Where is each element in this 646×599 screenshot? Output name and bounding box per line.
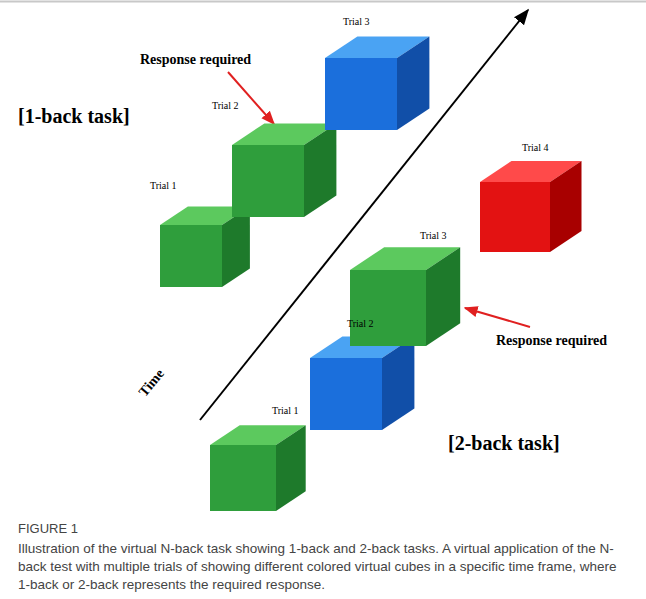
axis-label: Time xyxy=(136,366,168,400)
cube xyxy=(232,123,336,217)
response-arrow xyxy=(228,72,274,124)
cube xyxy=(480,161,582,252)
cube-front xyxy=(210,445,276,511)
figure-number: FIGURE 1 xyxy=(18,521,78,536)
top-rule xyxy=(0,1,646,3)
cube-group xyxy=(160,36,582,511)
response-arrow xyxy=(465,308,530,327)
response-note: Response required xyxy=(496,333,607,349)
cube xyxy=(325,36,429,130)
trial-label: Trial 3 xyxy=(343,16,370,27)
cube-side xyxy=(426,247,460,346)
trial-label: Trial 2 xyxy=(347,318,374,329)
cube-side xyxy=(397,36,429,130)
task-heading: [1-back task] xyxy=(18,105,130,128)
cube-front xyxy=(232,145,304,217)
cube-side xyxy=(550,161,582,252)
cube xyxy=(350,247,460,346)
cube-front xyxy=(325,58,397,130)
cube-side xyxy=(382,336,414,430)
cube xyxy=(310,336,414,430)
trial-label: Trial 4 xyxy=(522,142,549,153)
trial-label: Trial 3 xyxy=(420,230,447,241)
cube-front xyxy=(350,270,426,346)
task-heading: [2-back task] xyxy=(448,432,560,455)
cube-side xyxy=(222,206,250,287)
figure-caption: Illustration of the virtual N-back task … xyxy=(18,540,624,594)
cube-front xyxy=(310,358,382,430)
cube-front xyxy=(160,225,222,287)
cube-front xyxy=(480,182,550,252)
trial-label: Trial 1 xyxy=(150,180,177,191)
cube-side xyxy=(276,425,306,511)
cube-side xyxy=(304,123,336,217)
trial-label: Trial 2 xyxy=(212,100,239,111)
trial-label: Trial 1 xyxy=(272,405,299,416)
response-note: Response required xyxy=(140,52,251,68)
cube xyxy=(160,206,250,287)
cube xyxy=(210,425,306,511)
